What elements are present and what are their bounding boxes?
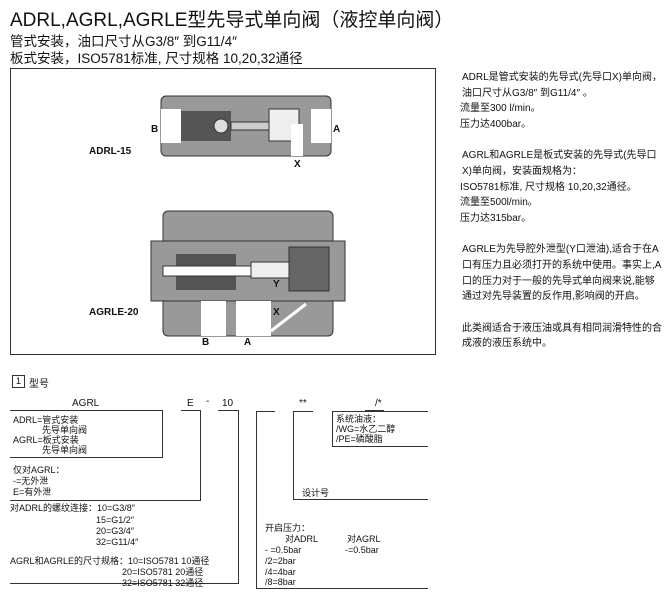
thread-15: 15=G1/2″	[96, 515, 134, 525]
desc-agrl-pressure: 压力达315bar。	[460, 212, 532, 224]
desc-fluids: 此类阀适合于液压油或具有相同润滑特性的合成液的液压系统中。	[462, 322, 662, 350]
code-part-design: **	[299, 398, 307, 409]
code-part-fluid: /*	[375, 398, 382, 409]
agrle-20-label: AGRLE-20	[89, 307, 139, 318]
crack-adrl-8: /8=8bar	[265, 577, 296, 587]
design-number: 设计号	[302, 488, 330, 498]
valve-drawings	[150, 95, 346, 337]
leak-none: -=无外泄	[13, 476, 49, 486]
fluid-wg: /WG=水乙二醇	[336, 424, 396, 434]
agrle-20-drawing	[150, 210, 346, 337]
type-agrl-desc: 先导单向阀	[42, 445, 88, 455]
type-adrl-desc: 先导单向阀	[42, 425, 88, 435]
desc-agrl: AGRL和AGRLE是板式安装的先导式(先导口X)单向阀，安装面规格为：	[462, 150, 657, 177]
desc-agrle: AGRLE为先导腔外泄型(Y口泄油),适合于在A口有压力且必须打开的系统中使用。…	[462, 244, 662, 303]
code-part-size: 10	[222, 398, 234, 409]
fluid-heading: 系统油液：	[336, 414, 382, 424]
crack-agrl-05: -=0.5bar	[345, 545, 379, 555]
crack-adrl-2: /2=2bar	[265, 556, 296, 566]
adrl-15-drawing	[160, 95, 332, 157]
section-title: 型号	[29, 379, 49, 390]
desc-adrl-pressure: 压力达400bar。	[460, 118, 532, 130]
desc-agrl-size: ISO5781标准, 尺寸规格 10,20,32通径。	[460, 181, 637, 193]
size-32: 32=ISO5781 32通径	[122, 578, 204, 588]
desc-adrl-flow: 流量至300 l/min。	[460, 103, 541, 115]
crack-adrl-4: /4=4bar	[265, 567, 296, 577]
port-b-label-2: B	[202, 337, 210, 348]
port-a-label: A	[333, 124, 341, 135]
code-part-type: AGRL	[72, 398, 100, 409]
port-x-label: X	[294, 159, 301, 170]
thread-20: 20=G3/4″	[96, 526, 134, 536]
thread-32: 32=G11/4″	[96, 537, 139, 547]
leak-external: E=有外泄	[13, 487, 52, 497]
page-title: ADRL,AGRL,AGRLE型先导式单向阀（液控单向阀）	[10, 10, 454, 31]
code-part-leak: E	[187, 398, 194, 409]
desc-agrl-flow: 流量至500l/min。	[460, 197, 538, 209]
subtitle-pipe: 管式安装，油口尺寸从G3/8″ 到G11/4″	[10, 34, 237, 49]
crack-adrl-heading: 对ADRL	[285, 534, 319, 544]
leak-heading: 仅对AGRL：	[13, 465, 65, 475]
section-number: 1	[12, 375, 25, 388]
port-y-label: Y	[273, 279, 280, 290]
crack-agrl-heading: 对AGRL	[347, 534, 381, 544]
size-10: AGRL和AGRLE的尺寸规格：10=ISO5781 10通径	[10, 556, 210, 566]
valve-figure: B A X ADRL-15 AGRLE-20 B A Y X	[10, 68, 436, 355]
type-agrl: AGRL=板式安装	[13, 435, 79, 445]
desc-adrl: ADRL是管式安装的先导式(先导口X)单向阀，油口尺寸从G3/8″ 到G11/4…	[462, 72, 663, 99]
crack-adrl-05: - =0.5bar	[265, 545, 302, 555]
port-x-label-2: X	[273, 307, 280, 318]
subtitle-plate: 板式安装，ISO5781标准, 尺寸规格 10,20,32通径	[10, 51, 303, 66]
description-text: ADRL是管式安装的先导式(先导口X)单向阀，油口尺寸从G3/8″ 到G11/4…	[444, 70, 664, 352]
size-20: 20=ISO5781 20通径	[122, 567, 204, 577]
port-b-label: B	[151, 124, 159, 135]
crack-heading: 开启压力：	[265, 523, 311, 533]
fluid-pe: /PE=磷酸脂	[336, 434, 383, 444]
port-a-label-2: A	[244, 337, 252, 348]
code-part-dash: -	[206, 396, 210, 407]
type-adrl: ADRL=管式安装	[13, 415, 79, 425]
adrl-15-label: ADRL-15	[89, 146, 132, 157]
thread-10: 对ADRL的螺纹连接：10=G3/8″	[10, 503, 135, 513]
